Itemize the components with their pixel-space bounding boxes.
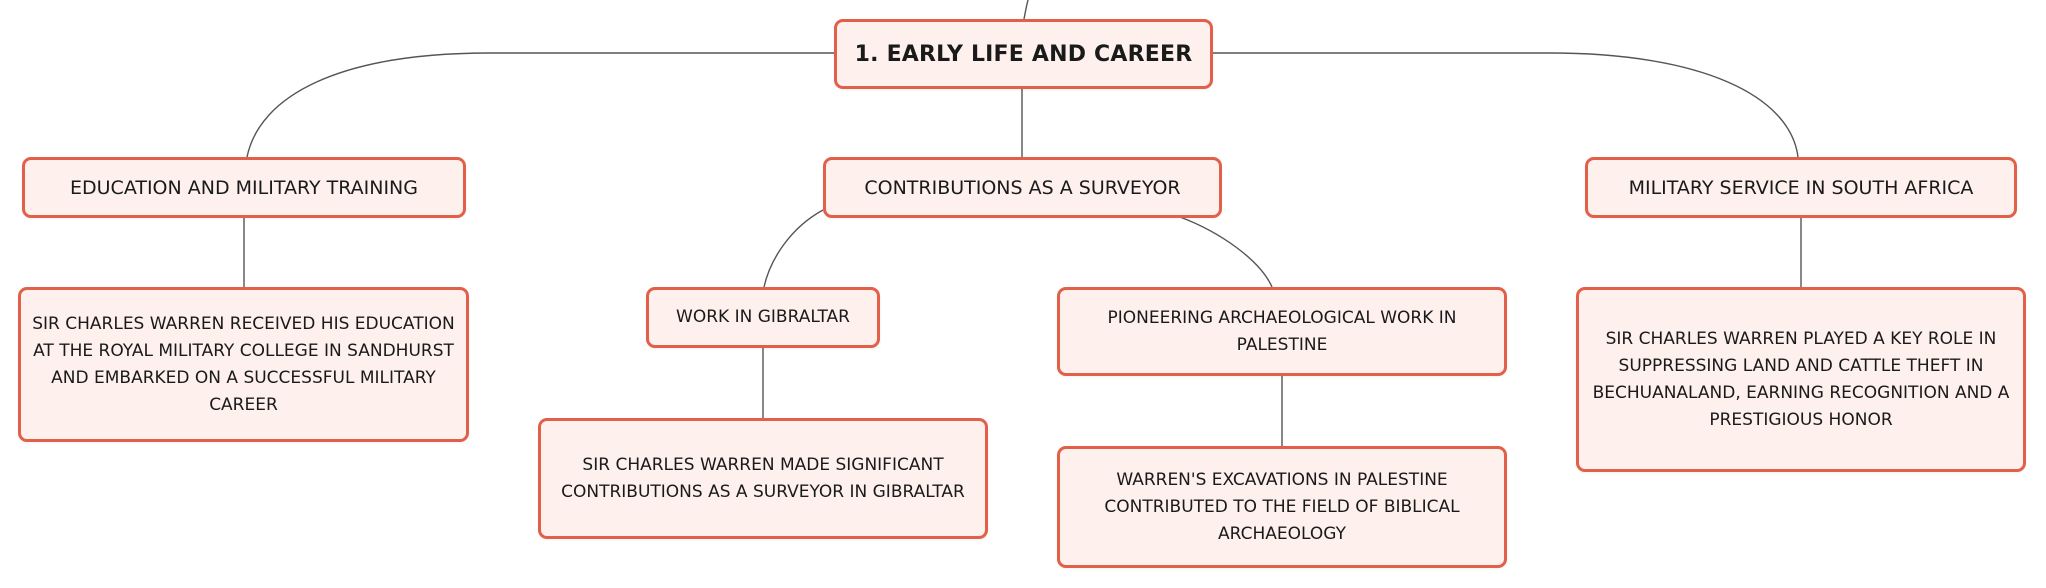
subtopic-node-label: WORK IN GIBRALTAR: [676, 307, 850, 327]
detail-node-gibraltar[interactable]: SIR CHARLES WARREN MADE SIGNIFICANT CONT…: [538, 418, 988, 539]
detail-node-south-africa[interactable]: SIR CHARLES WARREN PLAYED A KEY ROLE IN …: [1576, 287, 2026, 472]
branch-node-education[interactable]: EDUCATION AND MILITARY TRAINING: [22, 157, 466, 218]
detail-node-text: SIR CHARLES WARREN MADE SIGNIFICANT CONT…: [561, 454, 965, 502]
detail-node-education[interactable]: SIR CHARLES WARREN RECEIVED HIS EDUCATIO…: [18, 287, 469, 442]
subtopic-node-label: PIONEERING ARCHAEOLOGICAL WORK IN PALEST…: [1107, 307, 1457, 355]
connector-line-surveyor-palestine: [1179, 216, 1273, 288]
branch-node-label: MILITARY SERVICE IN SOUTH AFRICA: [1628, 176, 1974, 199]
detail-node-palestine[interactable]: WARREN'S EXCAVATIONS IN PALESTINE CONTRI…: [1057, 446, 1507, 568]
root-node-label: 1. EARLY LIFE AND CAREER: [854, 41, 1193, 67]
connector-line-parent: [1023, 0, 1029, 20]
detail-node-text: WARREN'S EXCAVATIONS IN PALESTINE CONTRI…: [1104, 469, 1460, 544]
branch-node-label: CONTRIBUTIONS AS A SURVEYOR: [864, 176, 1181, 199]
branch-node-surveyor[interactable]: CONTRIBUTIONS AS A SURVEYOR: [823, 157, 1222, 218]
connector-line-surveyor-gibraltar: [763, 209, 824, 288]
branch-node-label: EDUCATION AND MILITARY TRAINING: [70, 176, 418, 199]
connector-line-root-south-africa: [1213, 52, 1799, 158]
detail-node-text: SIR CHARLES WARREN RECEIVED HIS EDUCATIO…: [32, 313, 455, 415]
subtopic-node-gibraltar[interactable]: WORK IN GIBRALTAR: [646, 287, 880, 348]
detail-node-text: SIR CHARLES WARREN PLAYED A KEY ROLE IN …: [1592, 328, 2010, 430]
connector-line-root-education: [246, 52, 834, 158]
subtopic-node-palestine[interactable]: PIONEERING ARCHAEOLOGICAL WORK IN PALEST…: [1057, 287, 1507, 376]
root-node[interactable]: 1. EARLY LIFE AND CAREER: [834, 19, 1213, 89]
branch-node-south-africa[interactable]: MILITARY SERVICE IN SOUTH AFRICA: [1585, 157, 2017, 218]
